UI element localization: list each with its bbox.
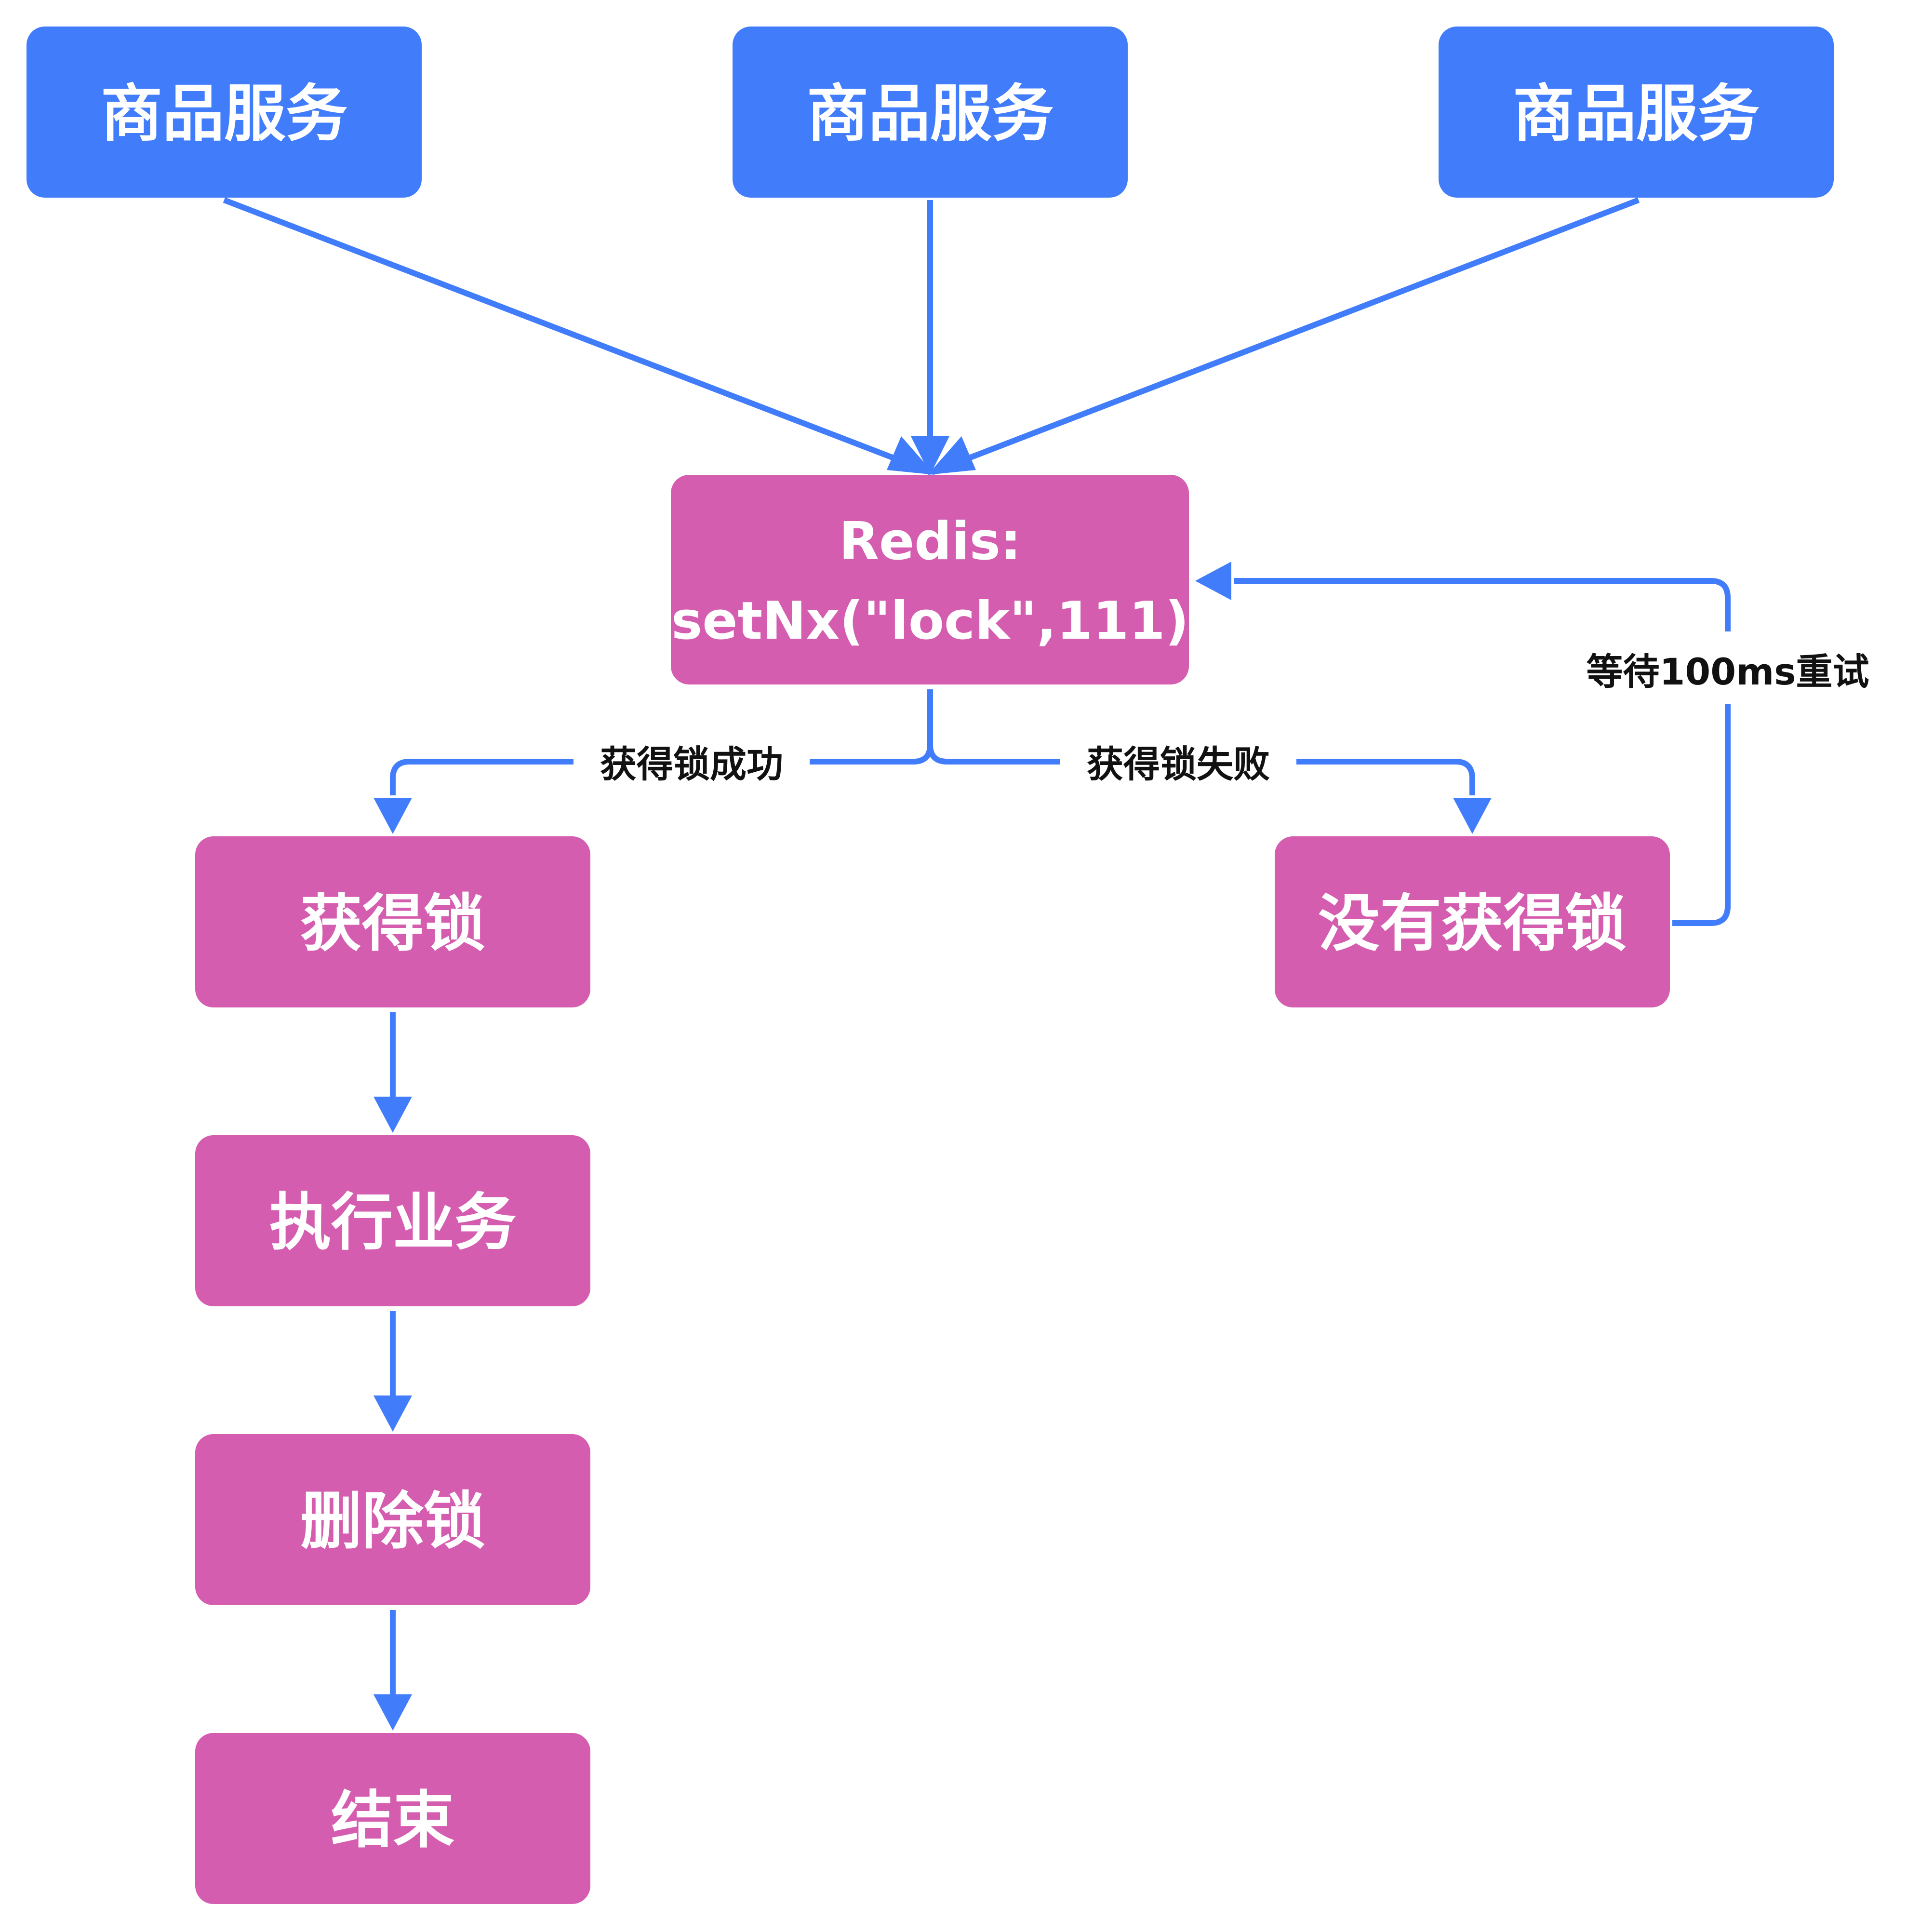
arrowhead-service2 <box>911 436 949 475</box>
edges <box>223 197 1731 1731</box>
node-service-3-label: 商品服务 <box>1513 78 1760 150</box>
node-acquired-label: 获得锁 <box>300 888 485 960</box>
arrowhead-retry <box>1195 562 1231 600</box>
arrowhead-service3 <box>928 436 976 475</box>
label-retry: 等待100ms重试 <box>1586 650 1869 693</box>
node-service-2: 商品服务 <box>733 27 1128 198</box>
edge-labels: 获得锁成功 获得锁失败 等待100ms重试 <box>573 631 1887 791</box>
node-end-label: 结束 <box>331 1784 454 1856</box>
node-not-acquired-label: 没有获得锁 <box>1318 888 1627 960</box>
node-service-3: 商品服务 <box>1439 27 1834 198</box>
nodes: 商品服务 商品服务 商品服务 Redis: setNx("lock",111) … <box>27 27 1834 1904</box>
node-service-1: 商品服务 <box>27 27 422 198</box>
edge-retry-loop <box>1234 578 1731 926</box>
node-redis-line2: setNx("lock",111) <box>671 591 1189 651</box>
label-failure: 获得锁失败 <box>1087 743 1270 786</box>
node-delete: 删除锁 <box>195 1434 590 1605</box>
label-success: 获得锁成功 <box>600 743 783 786</box>
node-end: 结束 <box>195 1733 590 1904</box>
edge-service1-to-redis <box>223 197 907 466</box>
arrowhead-execute <box>373 1097 412 1133</box>
arrowhead-not-acquired <box>1453 798 1492 834</box>
arrowhead-service1 <box>887 436 935 475</box>
edge-redis-to-not-acquired <box>927 744 1475 795</box>
node-execute-label: 执行业务 <box>269 1187 516 1259</box>
node-service-1-label: 商品服务 <box>101 78 347 150</box>
arrowhead-end <box>373 1694 412 1731</box>
arrowhead-delete <box>373 1395 412 1432</box>
edge-service3-to-redis <box>955 197 1640 466</box>
node-not-acquired: 没有获得锁 <box>1275 836 1670 1007</box>
node-redis-line1: Redis: <box>839 511 1021 572</box>
node-execute: 执行业务 <box>195 1135 590 1306</box>
arrowhead-acquired <box>373 798 412 834</box>
node-redis: Redis: setNx("lock",111) <box>671 475 1189 684</box>
node-service-2-label: 商品服务 <box>807 78 1054 150</box>
node-delete-label: 删除锁 <box>300 1486 485 1557</box>
node-acquired: 获得锁 <box>195 836 590 1007</box>
